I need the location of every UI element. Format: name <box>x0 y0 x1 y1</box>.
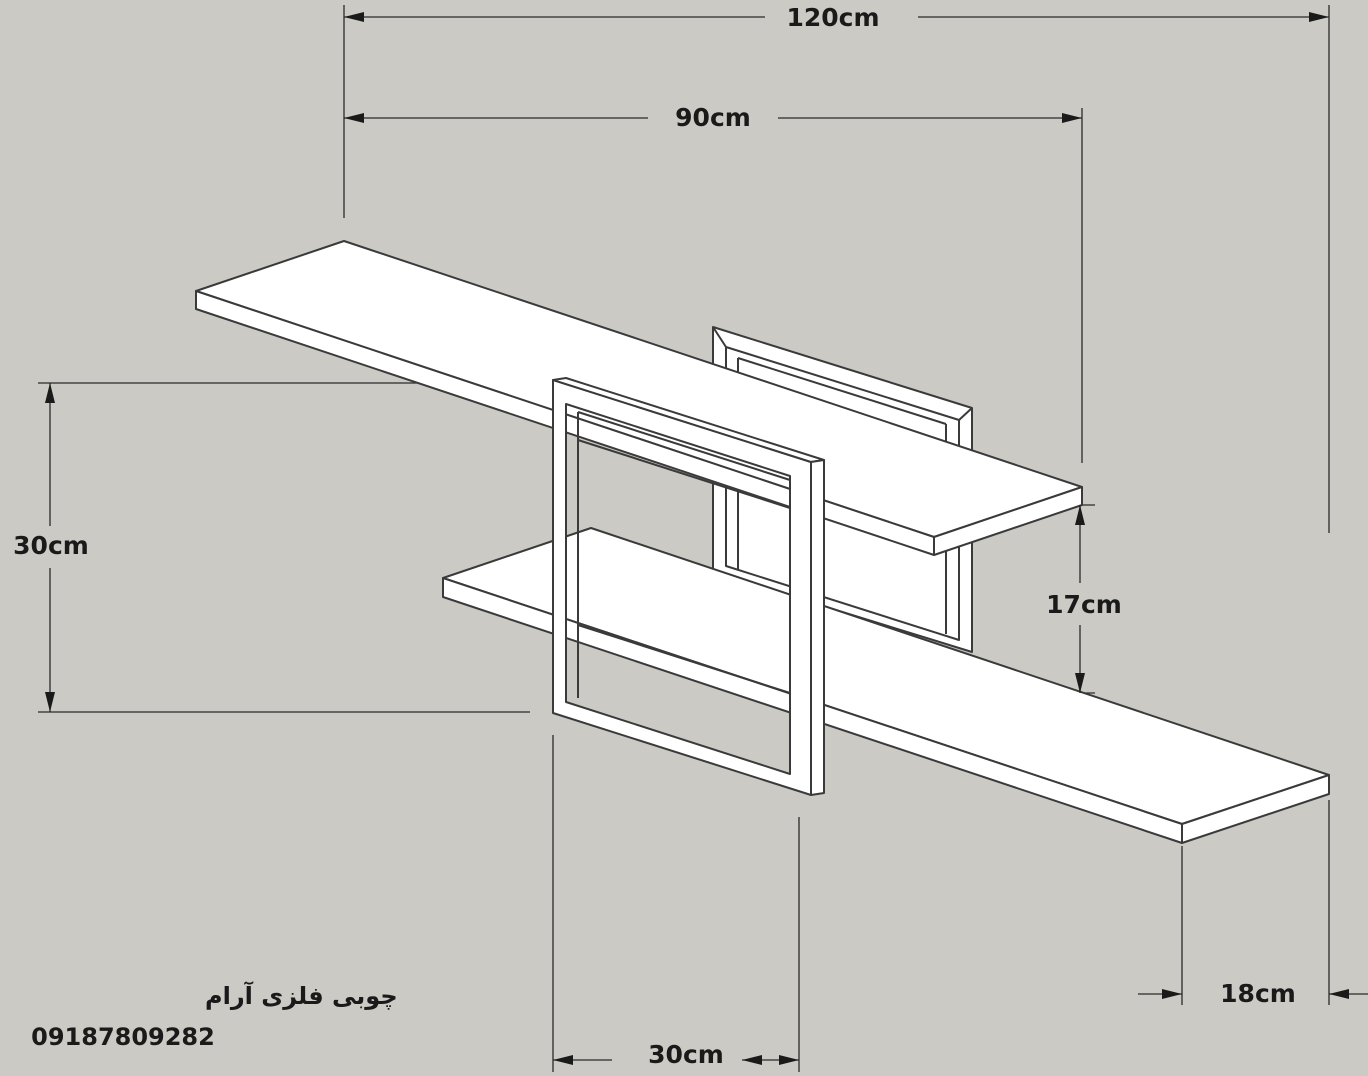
label-shelf-gap: 17cm <box>1046 590 1122 619</box>
label-shelf-width: 90cm <box>675 103 751 132</box>
brand-phone: 09187809282 <box>31 1023 215 1051</box>
front-metal-frame <box>552 377 825 796</box>
label-total-width: 120cm <box>786 3 879 32</box>
label-frame-width: 30cm <box>648 1040 724 1069</box>
top-shelf <box>195 240 1083 556</box>
extension-lines <box>38 5 1330 1072</box>
label-depth: 18cm <box>1220 979 1296 1008</box>
brand-name: چوبی فلزی آرام <box>205 981 398 1010</box>
label-total-height: 30cm <box>13 531 89 560</box>
